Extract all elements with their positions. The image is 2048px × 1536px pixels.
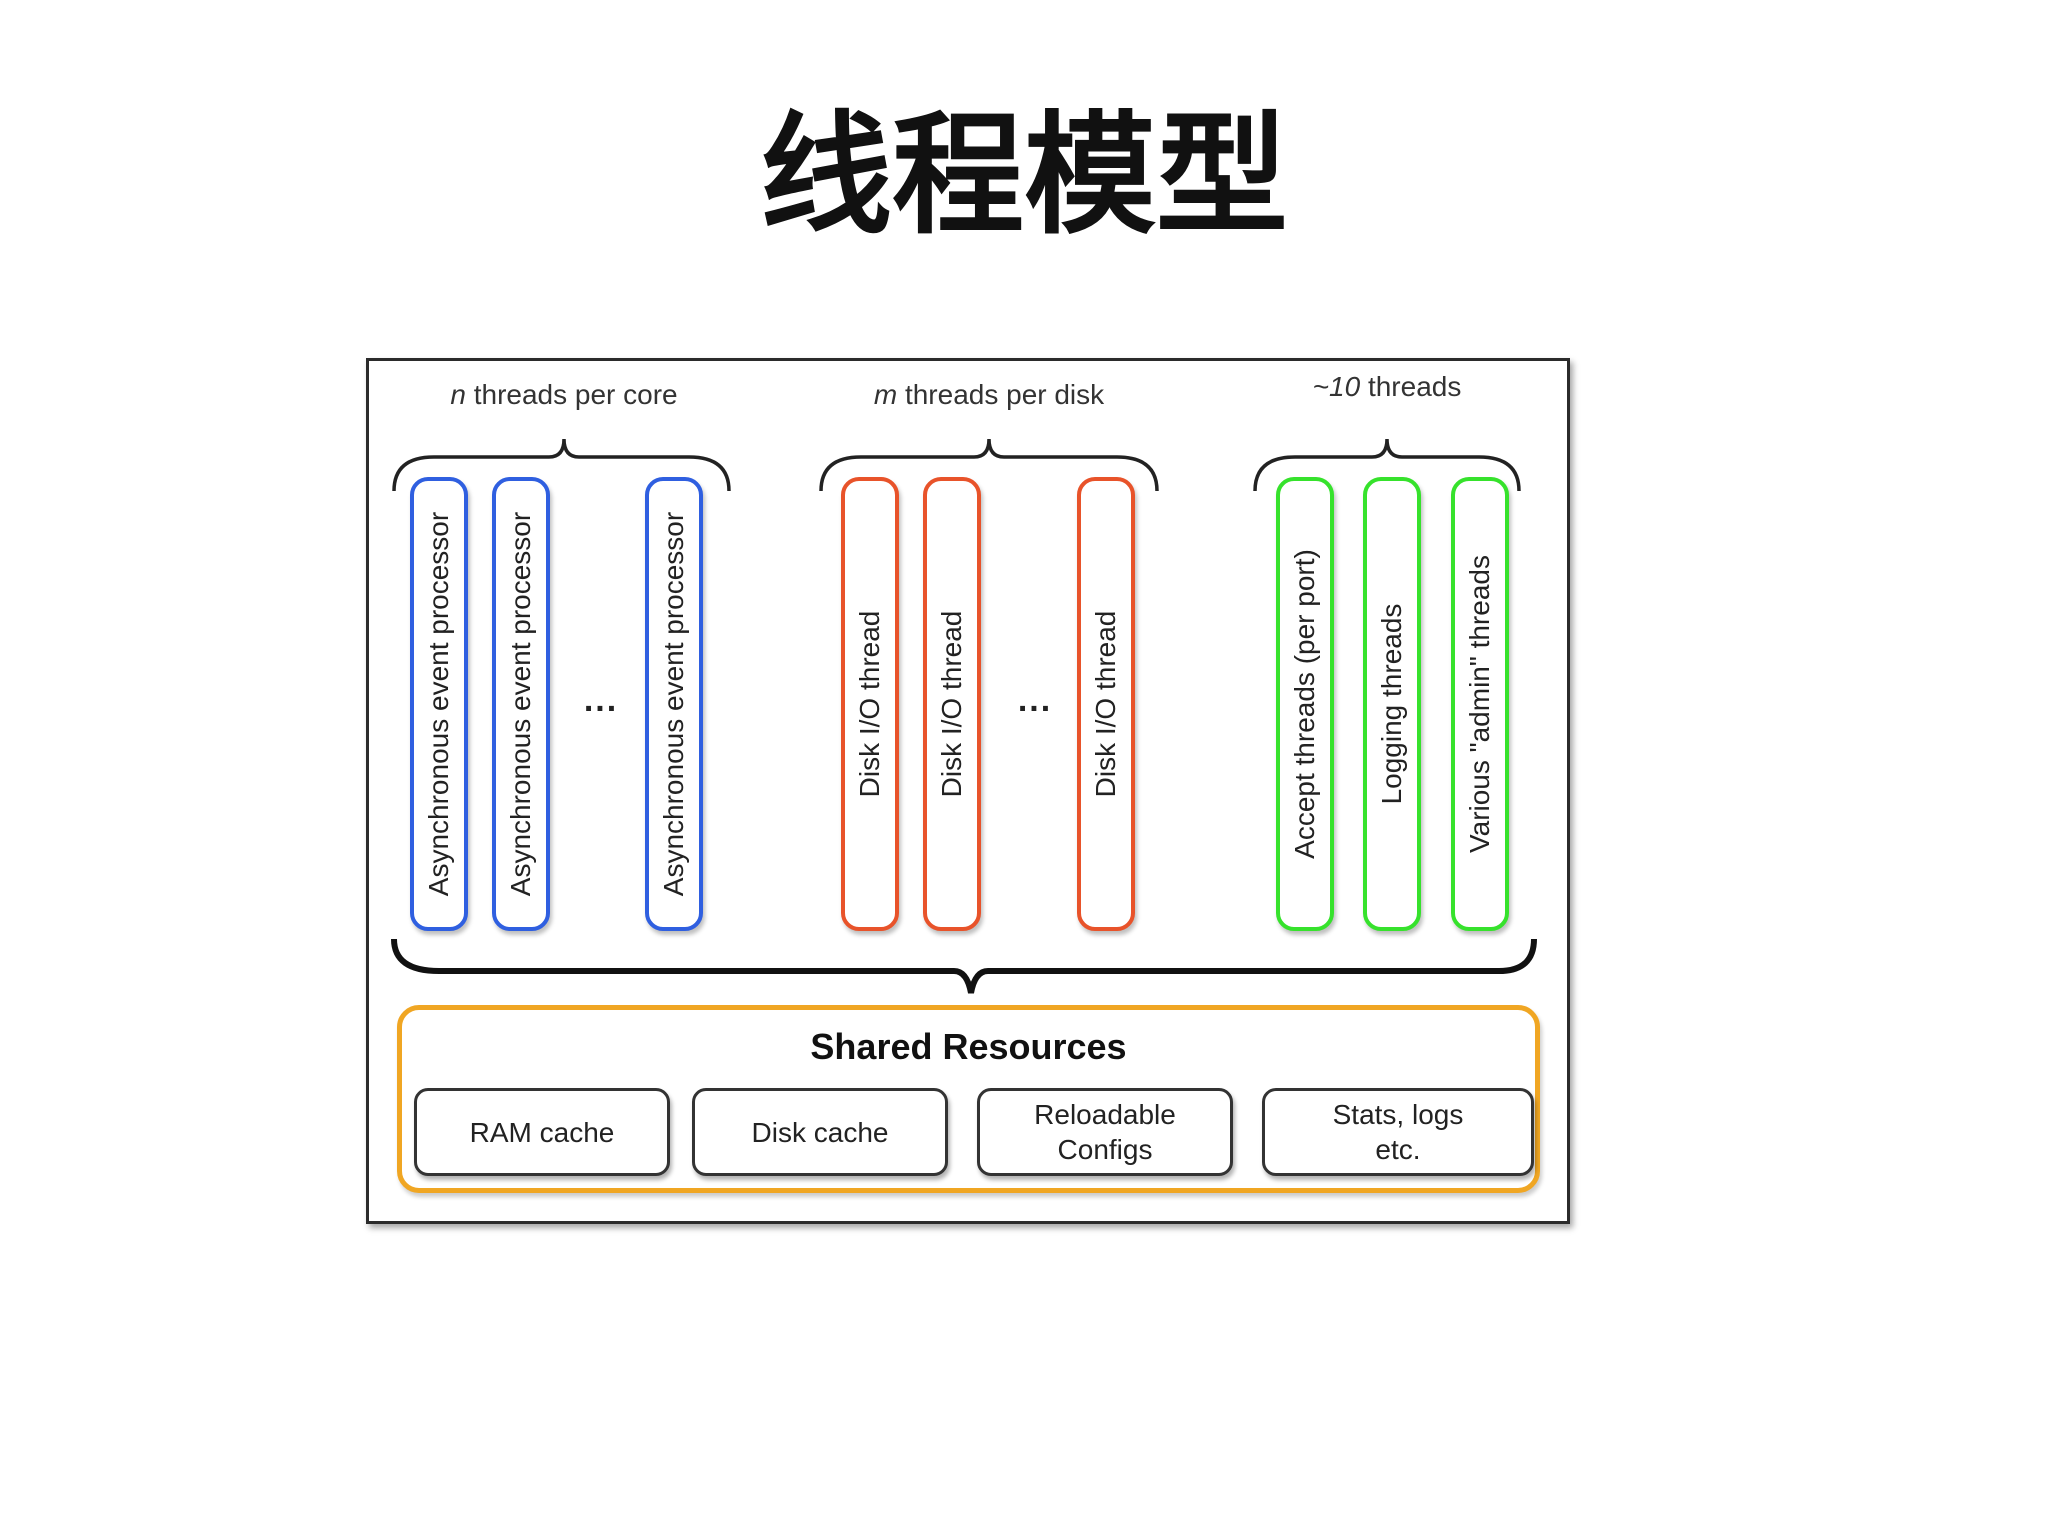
group-label-disk-var: m: [873, 379, 898, 410]
braces-layer: [391, 438, 1537, 994]
disk-io-thread-m-label: Disk I/O thread: [1090, 610, 1121, 798]
admin-threads-label: Various "admin" threads: [1464, 555, 1495, 853]
group-label-misc-var: ~10: [1312, 371, 1361, 402]
brace-misc: [1253, 438, 1521, 492]
brace-all-threads: [391, 938, 1537, 994]
resource-stats-logs: Stats, logs etc.: [1262, 1088, 1534, 1176]
shared-resources-box: Shared Resources RAM cache Disk cache Re…: [397, 1005, 1540, 1193]
brace-disk: [819, 438, 1159, 492]
resource-stats-logs-label: Stats, logs etc.: [1332, 1099, 1464, 1165]
async-event-processor-1-label: Asynchronous event processor: [423, 511, 454, 897]
accept-threads: Accept threads (per port): [1276, 477, 1334, 931]
logging-threads-label: Logging threads: [1376, 603, 1407, 805]
thread-model-diagram: n threads per core m threads per disk ~1…: [366, 358, 1570, 1224]
group-label-disk: m threads per disk: [874, 379, 1104, 411]
disk-io-thread-1-label: Disk I/O thread: [854, 610, 885, 798]
async-event-processor-n-label: Asynchronous event processor: [658, 511, 689, 897]
disk-io-thread-2-label: Disk I/O thread: [936, 610, 967, 798]
accept-threads-label: Accept threads (per port): [1289, 549, 1320, 859]
disk-ellipsis: ...: [1017, 681, 1053, 719]
group-label-async: n threads per core: [450, 379, 677, 411]
brace-async: [392, 438, 731, 492]
group-label-misc-rest: threads: [1360, 371, 1462, 402]
group-label-async-rest: threads per core: [465, 379, 678, 410]
async-ellipsis: ...: [583, 681, 619, 719]
slide-title: 线程模型: [760, 98, 1288, 253]
disk-io-thread-m: Disk I/O thread: [1077, 477, 1135, 931]
resource-disk-cache: Disk cache: [692, 1088, 948, 1176]
admin-threads: Various "admin" threads: [1451, 477, 1509, 931]
group-label-misc: ~10 threads: [1313, 371, 1462, 403]
shared-resources-title: Shared Resources: [810, 1026, 1127, 1067]
logging-threads: Logging threads: [1363, 477, 1421, 931]
resource-reloadable-configs-label: Reloadable Configs: [1034, 1099, 1176, 1165]
resource-reloadable-configs: Reloadable Configs: [977, 1088, 1233, 1176]
async-event-processor-2-label: Asynchronous event processor: [505, 511, 536, 897]
async-event-processor-1: Asynchronous event processor: [410, 477, 468, 931]
async-event-processor-2: Asynchronous event processor: [492, 477, 550, 931]
disk-io-thread-2: Disk I/O thread: [923, 477, 981, 931]
resource-ram-cache: RAM cache: [414, 1088, 670, 1176]
disk-io-thread-1: Disk I/O thread: [841, 477, 899, 931]
group-label-async-var: n: [450, 379, 466, 410]
group-label-disk-rest: threads per disk: [897, 379, 1105, 410]
async-event-processor-n: Asynchronous event processor: [645, 477, 703, 931]
